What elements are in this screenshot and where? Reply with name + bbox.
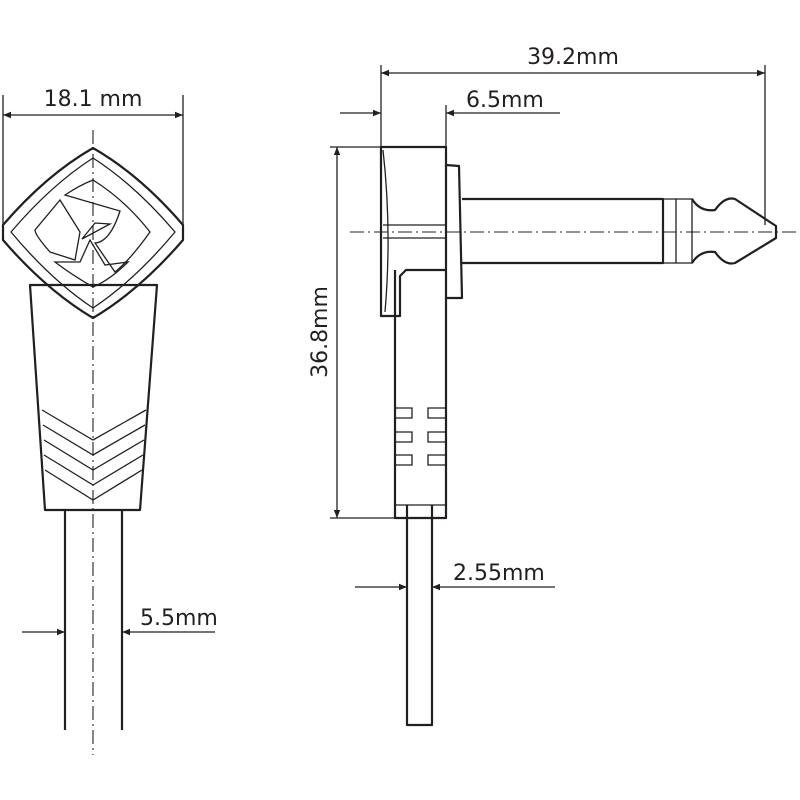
front-cable (63, 510, 124, 730)
brand-logo (34, 179, 151, 288)
front-body (28, 283, 159, 512)
head-depth-label: 6.5mm (466, 88, 544, 113)
side-cable (405, 505, 434, 727)
side-view: 39.2mm 6.5mm 36.8mm 2.55mm (308, 45, 800, 727)
side-head (379, 145, 448, 318)
front-diamond-head (1, 146, 185, 320)
front-width-label: 18.1 mm (44, 87, 143, 112)
total-length-label: 39.2mm (527, 45, 619, 70)
height-label: 36.8mm (308, 286, 333, 378)
cable-diameter-label: 5.5mm (140, 606, 218, 631)
cable-thickness-label: 2.55mm (453, 561, 545, 586)
front-view: 18.1 mm 5.5mm (1, 87, 218, 755)
plug-shaft (462, 197, 665, 265)
side-flange (445, 163, 464, 300)
plug-tip (691, 197, 778, 265)
side-grip-slots (395, 407, 446, 506)
front-grip-chevrons (41, 409, 147, 501)
side-stem (393, 270, 448, 520)
